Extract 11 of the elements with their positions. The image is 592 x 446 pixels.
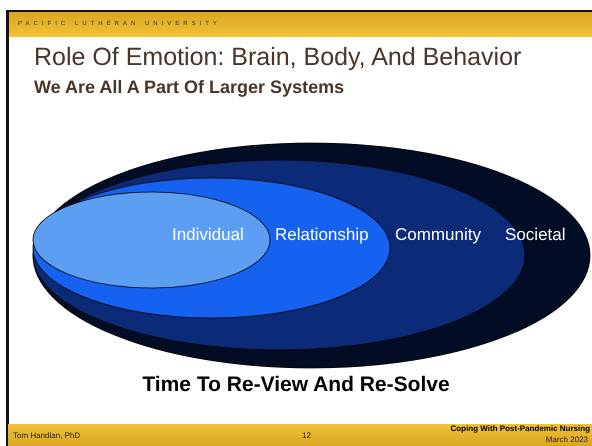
ellipse-label: Community [395, 225, 481, 245]
slide-subtitle: We Are All A Part Of Larger Systems [34, 77, 344, 98]
presentation-date: March 2023 [546, 435, 588, 444]
presentation-title: Coping With Post-Pandemic Nursing [450, 424, 590, 433]
closing-statement: Time To Re-View And Re-Solve [141, 373, 451, 397]
presenter-name: Tom Handlan, PhD [13, 431, 80, 440]
ellipse-label: Individual [172, 225, 244, 245]
ellipse-label: Societal [505, 225, 566, 245]
slide-title: Role Of Emotion: Brain, Body, And Behavior [34, 43, 522, 72]
page-number: 12 [302, 431, 311, 440]
ellipse-label: Relationship [275, 225, 369, 245]
